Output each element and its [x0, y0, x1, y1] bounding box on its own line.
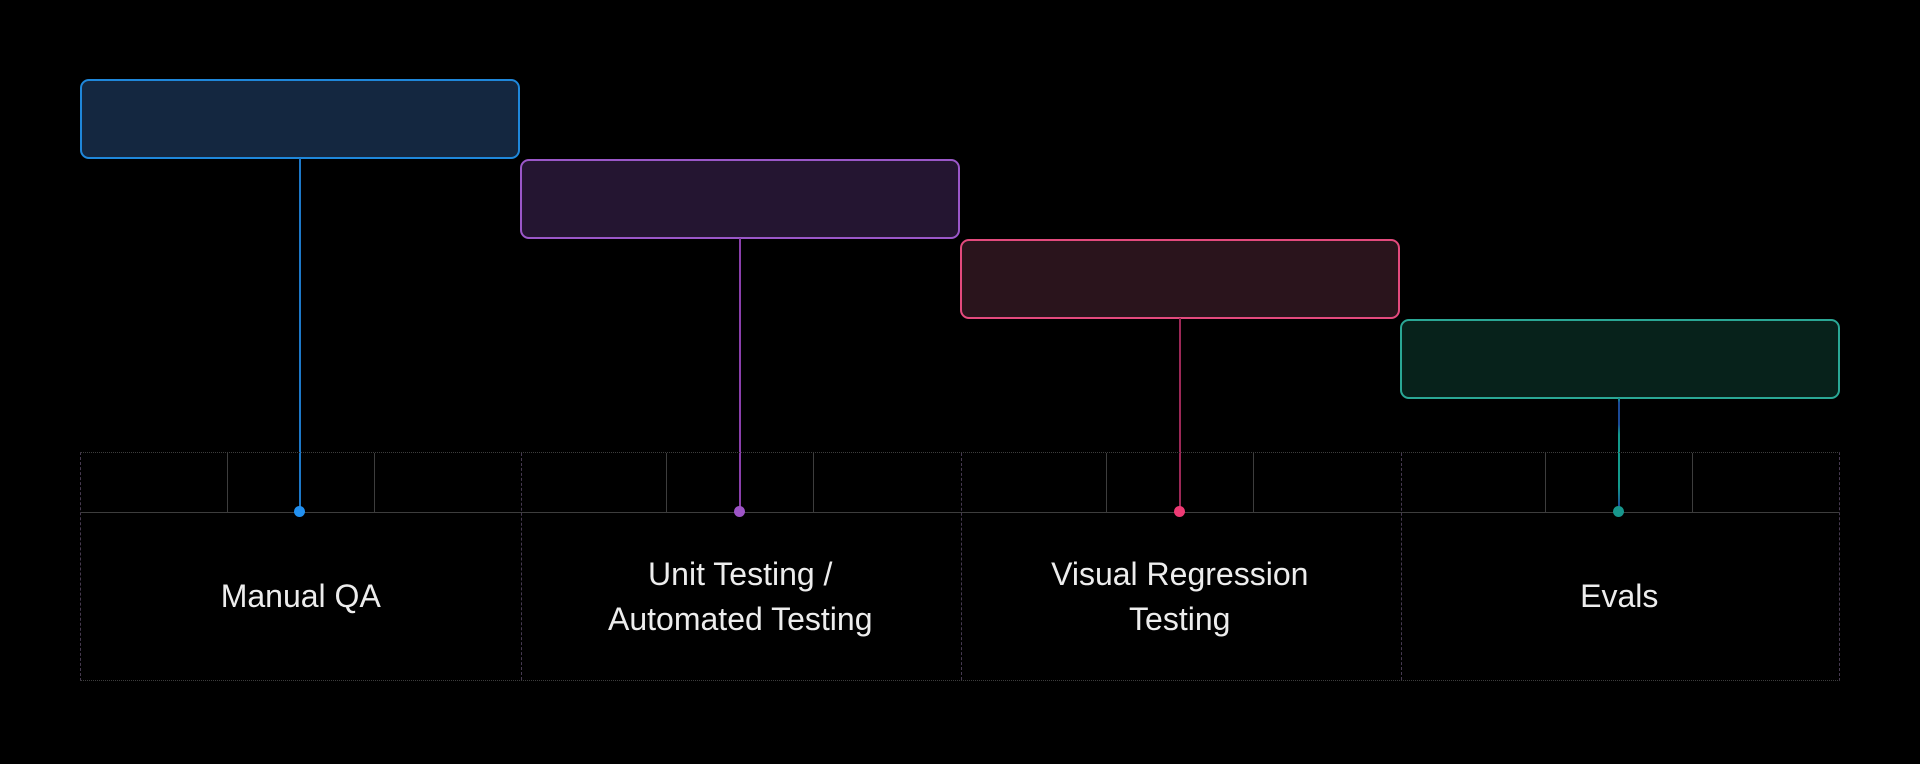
timeline-dot-manual-qa [294, 506, 305, 517]
ruler-cell [814, 453, 960, 512]
ruler-cell [520, 453, 668, 512]
stage-label-manual-qa: Manual QA [81, 513, 521, 680]
label-line: Visual Regression [1051, 555, 1309, 592]
ruler-cell [81, 453, 228, 512]
section-separator [961, 453, 962, 680]
stage-box-unit-testing [520, 159, 960, 239]
stage-label-visual-regression: Visual Regression Testing [960, 513, 1400, 680]
stage-box-evals [1400, 319, 1840, 399]
stage-label-unit-testing: Unit Testing / Automated Testing [521, 513, 961, 680]
label-line: Unit Testing / [648, 555, 833, 592]
connector-line-manual-qa [299, 158, 301, 512]
ruler-cell [1399, 453, 1547, 512]
ruler-cell [375, 453, 521, 512]
timeline-dot-evals [1613, 506, 1624, 517]
timeline-dot-unit-testing [734, 506, 745, 517]
stage-label-evals: Evals [1400, 513, 1840, 680]
ruler-cell [667, 453, 815, 512]
connector-line-visual-regression [1179, 318, 1181, 512]
timeline-table: Manual QA Unit Testing / Automated Testi… [80, 452, 1840, 681]
ruler-cell [228, 453, 375, 512]
ruler-cell [960, 453, 1107, 512]
timeline-labels-row: Manual QA Unit Testing / Automated Testi… [81, 513, 1839, 680]
connector-line-evals [1618, 398, 1620, 512]
label-line: Testing [1129, 600, 1231, 637]
stage-box-visual-regression [960, 239, 1400, 319]
ruler-cell [1107, 453, 1254, 512]
timeline-dot-visual-regression [1174, 506, 1185, 517]
stage-box-manual-qa [80, 79, 520, 159]
label-line: Evals [1580, 578, 1659, 614]
section-separator [521, 453, 522, 680]
connector-line-unit-testing [739, 238, 741, 512]
section-separator [1401, 453, 1402, 680]
label-line: Automated Testing [608, 600, 873, 637]
timeline-ruler-row [81, 453, 1839, 513]
ruler-cell [1546, 453, 1694, 512]
ruler-cell [1693, 453, 1839, 512]
ruler-cell [1254, 453, 1400, 512]
label-line: Manual QA [220, 578, 381, 614]
